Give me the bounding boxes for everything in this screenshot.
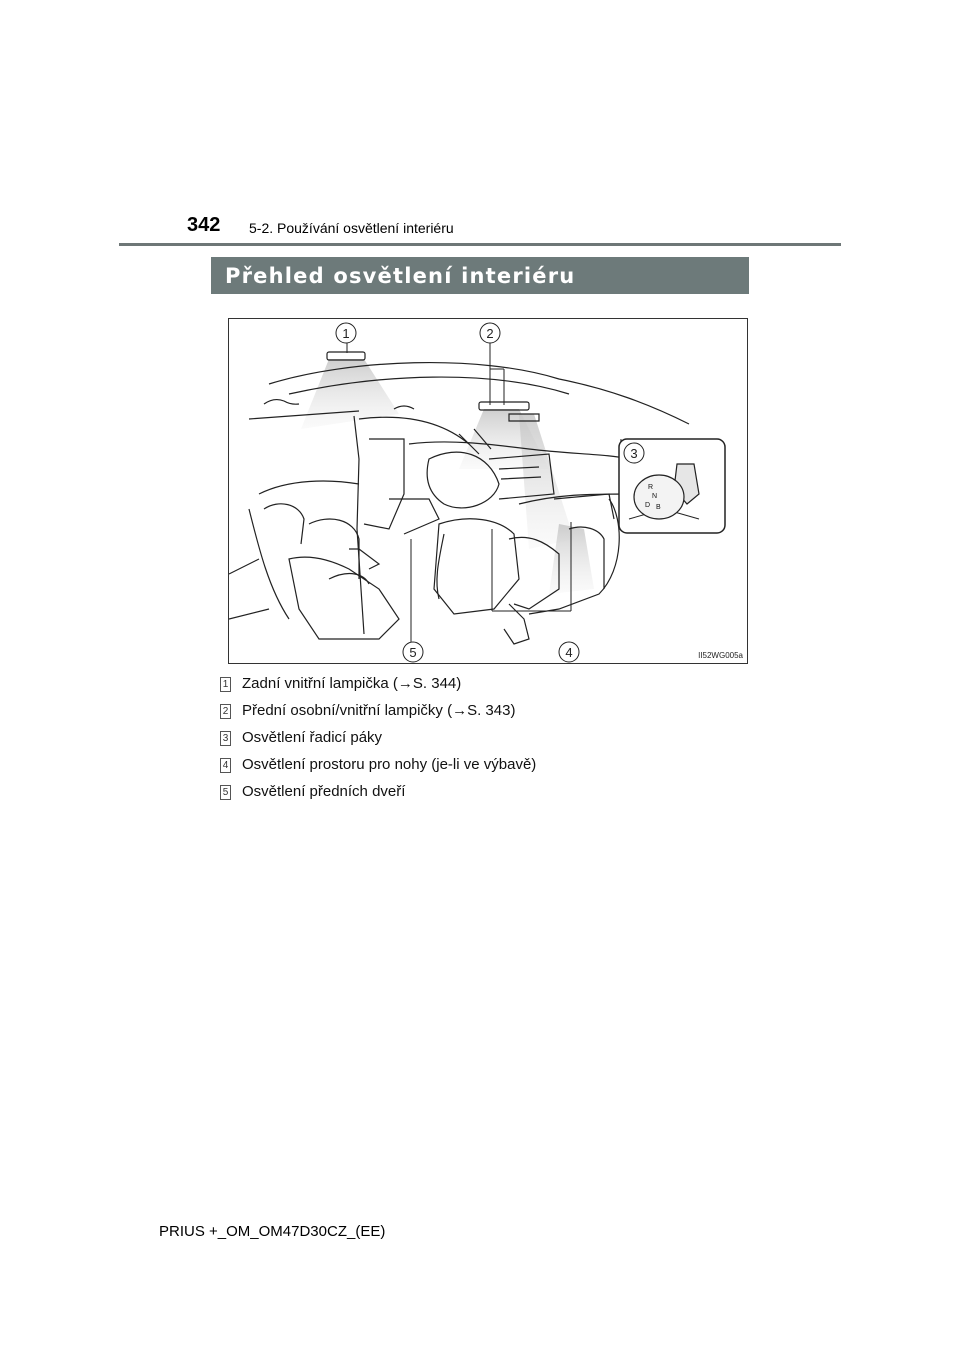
shift-letter-r: R [648,484,653,491]
item-text: Osvětlení prostoru pro nohy (je-li ve vý… [242,756,537,773]
svg-text:2: 2 [486,326,493,341]
header-divider [119,243,841,246]
section-breadcrumb: 5-2. Používání osvětlení interiéru [249,220,454,236]
interior-lights-illustration: R N D B 1 2 3 4 5 [228,318,748,664]
section-title-bar: Přehled osvětlení interiéru [211,257,749,294]
list-item: 1 Zadní vnitřní lampička (→S. 344) [220,672,740,699]
svg-text:1: 1 [342,326,349,341]
page-title: Přehled osvětlení interiéru [225,263,576,288]
shift-lever-inset: R N D B [618,438,726,534]
document-footer: PRIUS +_OM_OM47D30CZ_(EE) [159,1223,386,1240]
list-item: 4 Osvětlení prostoru pro nohy (je-li ve … [220,753,740,780]
item-text: Osvětlení řadicí páky [242,729,383,746]
item-text: Osvětlení předních dveří [242,783,406,800]
callout-3: 3 [623,442,645,464]
svg-text:3: 3 [630,446,637,461]
light-beams [301,359,594,594]
leader-lines [346,343,622,644]
car-interior-drawing: R N D B 1 2 3 4 5 [229,322,726,663]
svg-text:5: 5 [409,645,416,660]
item-number-badge: 5 [220,785,231,800]
callout-2: 2 [479,322,501,344]
page-number: 342 [187,214,221,236]
legend-list: 1 Zadní vnitřní lampička (→S. 344) 2 Pře… [220,672,740,807]
item-number-badge: 4 [220,758,231,773]
svg-text:4: 4 [565,645,572,660]
item-text: Zadní vnitřní lampička (→S. 344) [242,675,462,692]
item-number-badge: 3 [220,731,231,746]
callout-markers: 1 2 3 4 5 [335,322,645,663]
shift-letter-d: D [645,502,650,509]
list-item: 5 Osvětlení předních dveří [220,780,740,807]
list-item: 3 Osvětlení řadicí páky [220,726,740,753]
car-outline [229,351,705,645]
figure-code: II52WG005a [698,651,743,660]
callout-5: 5 [402,641,424,663]
item-number-badge: 2 [220,704,231,719]
callout-4: 4 [558,641,580,663]
callout-1: 1 [335,322,357,344]
item-text: Přední osobní/vnitřní lampičky (→S. 343) [242,702,516,719]
item-number-badge: 1 [220,677,231,692]
list-item: 2 Přední osobní/vnitřní lampičky (→S. 34… [220,699,740,726]
shift-letter-b: B [656,504,661,511]
shift-letter-n: N [652,493,657,500]
